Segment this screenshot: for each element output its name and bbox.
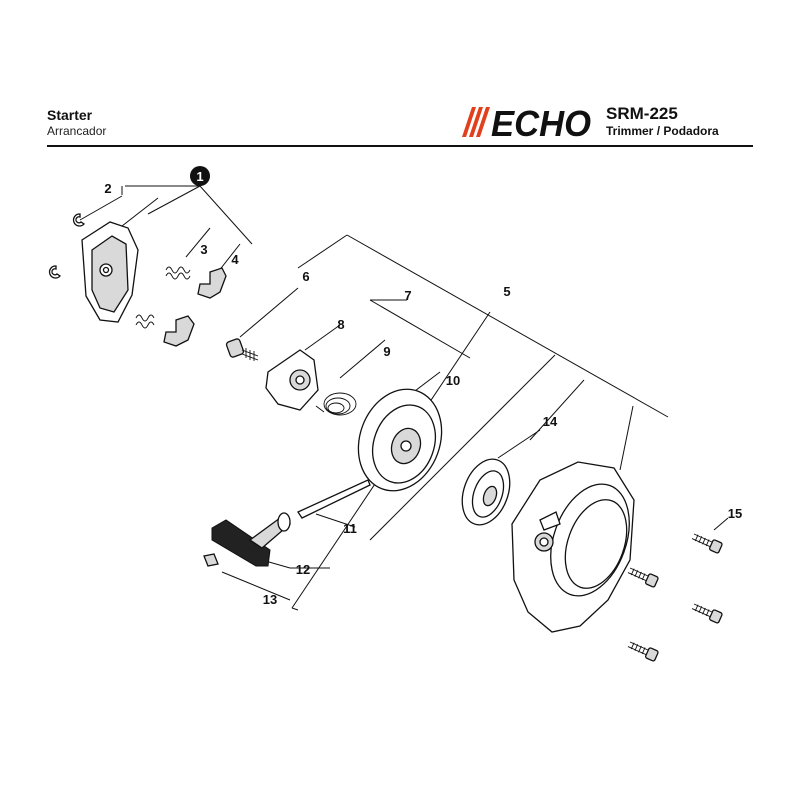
brand-wordmark: ECHO xyxy=(491,104,591,140)
callout-8: 8 xyxy=(337,317,344,332)
callout-5: 5 xyxy=(503,284,510,299)
model-number: SRM-225 xyxy=(606,104,678,123)
callout-7: 7 xyxy=(404,288,411,303)
spring-case-part xyxy=(461,458,511,526)
starter-pulley-part xyxy=(81,221,139,323)
section-subtitle: Arrancador xyxy=(47,124,107,138)
callout-13: 13 xyxy=(263,592,277,607)
callout-4: 4 xyxy=(231,252,239,267)
rope-reel-part xyxy=(357,388,443,492)
callout-1-badge xyxy=(190,166,210,186)
callout-3: 3 xyxy=(200,242,207,257)
callout-12: 12 xyxy=(296,562,310,577)
callout-2: 2 xyxy=(104,181,111,196)
recoil-spring-part xyxy=(315,392,357,416)
callout-6: 6 xyxy=(302,269,309,284)
callout-11: 11 xyxy=(343,521,357,536)
callout-15: 15 xyxy=(728,506,742,521)
callout-9: 9 xyxy=(383,344,390,359)
model-block: SRM-225 Trimmer / Podadora xyxy=(606,104,719,139)
header-divider xyxy=(47,145,753,147)
starter-case-part xyxy=(511,461,635,633)
callout-labels: 1 2 3 4 5 6 7 8 9 10 11 12 13 14 15 xyxy=(104,166,742,607)
callout-14: 14 xyxy=(543,414,558,429)
reel-hub-part xyxy=(265,349,319,411)
screw-part xyxy=(225,338,259,361)
starter-handle-part xyxy=(211,512,292,567)
starter-rope-part xyxy=(297,479,371,519)
echo-logo: ECHO xyxy=(462,104,591,140)
section-heading: Starter Arrancador xyxy=(47,107,106,139)
section-title: Starter xyxy=(47,107,93,123)
ratchet-pawl-part xyxy=(163,267,227,347)
case-bolt-part xyxy=(627,533,723,662)
ratchet-spring-part xyxy=(135,266,191,329)
model-description: Trimmer / Podadora xyxy=(606,124,719,138)
handle-insert-part xyxy=(203,553,219,567)
callout-10: 10 xyxy=(446,373,460,388)
e-clip-part xyxy=(48,213,85,279)
callout-1: 1 xyxy=(196,169,203,184)
